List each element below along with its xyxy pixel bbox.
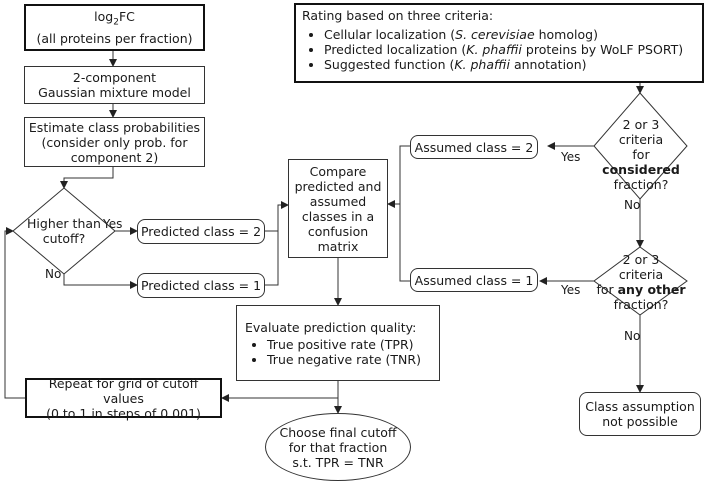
any-other-fraction-text: 2 or 3 criteria for any other fraction? [596, 252, 686, 312]
decision-considered-fraction [593, 92, 688, 200]
evaluate-list: True positive rate (TPR) True negative r… [245, 337, 421, 367]
predicted-class-1-box: Predicted class = 1 [137, 273, 265, 298]
assumed-class-2-box: Assumed class = 2 [410, 135, 538, 159]
no-label-considered: No [624, 198, 641, 212]
considered-fraction-text: 2 or 3 criteria for considered fraction? [602, 117, 680, 192]
yes-label-any-other: Yes [561, 283, 581, 297]
no-label-higher: No [45, 267, 62, 281]
decision-higher-than-cutoff [12, 187, 116, 275]
no-label-any-other: No [624, 329, 641, 343]
rating-list: Cellular localization (S. cerevisiae hom… [302, 27, 683, 72]
higher-than-cutoff-text: Higher than cutoff? [27, 216, 101, 246]
choose-final-cutoff-ellipse: Choose final cutoff for that fraction s.… [265, 413, 411, 481]
yes-label-higher: Yes [103, 217, 123, 231]
yes-label-considered: Yes [561, 150, 581, 164]
gmm-box: 2-component Gaussian mixture model [24, 66, 205, 104]
rating-box: Rating based on three criteria: Cellular… [294, 3, 704, 83]
repeat-box: Repeat for grid of cutoff values (0 to 1… [25, 376, 222, 421]
decision-any-other-fraction [593, 246, 688, 316]
evaluate-box: Evaluate prediction quality: True positi… [236, 305, 440, 381]
predicted-class-2-box: Predicted class = 2 [137, 219, 265, 244]
estimate-box: Estimate class probabilities (consider o… [24, 117, 205, 167]
compare-box: Compare predicted and assumed classes in… [288, 159, 388, 258]
log2fc-box: log2FC (all proteins per fraction) [24, 4, 205, 51]
assumed-class-1-box: Assumed class = 1 [410, 268, 538, 292]
class-assumption-not-possible-box: Class assumption not possible [579, 392, 701, 436]
